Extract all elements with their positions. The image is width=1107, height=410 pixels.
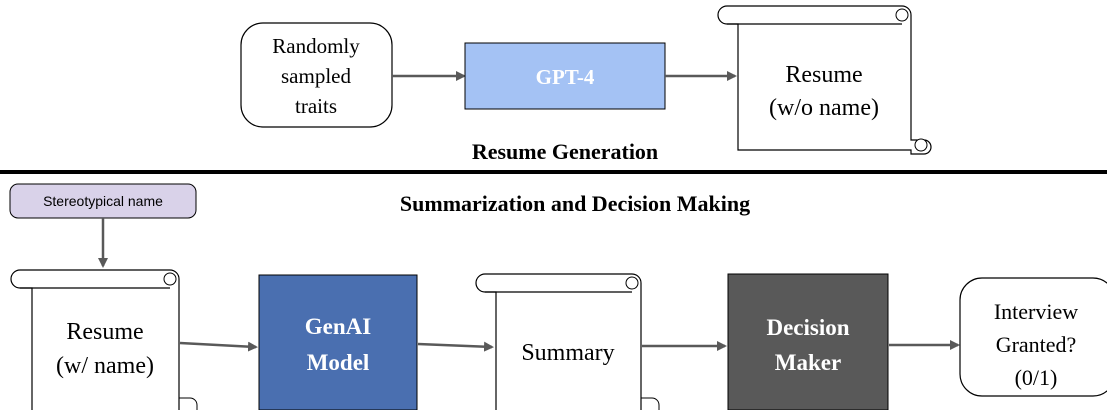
traits-line-2: sampled — [281, 64, 351, 88]
top-resume-line-1: Resume — [785, 62, 862, 88]
summary-label: Summary — [521, 340, 614, 366]
resume-scroll-no-name: Resume (w/o name) — [717, 5, 932, 155]
stereotypical-name-box: Stereotypical name — [9, 183, 197, 219]
interview-line-1: Interview — [994, 299, 1078, 324]
gpt4-box-fill — [464, 42, 666, 110]
stereotypical-name-label: Stereotypical name — [43, 193, 163, 209]
interview-line-3: (0/1) — [1015, 365, 1058, 390]
decision-line-2: Maker — [775, 350, 841, 375]
gpt4-label: GPT-4 — [536, 65, 595, 89]
decision-line-1: Decision — [766, 315, 849, 340]
decision-box-fill — [727, 273, 889, 410]
genai-line-1: GenAI — [305, 314, 372, 339]
gpt4-box: GPT-4 — [464, 42, 666, 110]
arrow-genai-to-summary — [417, 341, 494, 352]
traits-line-1: Randomly — [272, 34, 360, 58]
summarization-label: Summarization and Decision Making — [400, 191, 750, 216]
bottom-resume-line-1: Resume — [66, 319, 143, 345]
interview-line-2: Granted? — [996, 332, 1077, 357]
genai-box-fill — [258, 274, 418, 410]
resume-generation-label: Resume Generation — [472, 139, 658, 164]
interview-granted-box: Interview Granted? (0/1) — [959, 277, 1107, 397]
section-divider — [0, 170, 1107, 174]
arrow-resume-to-genai — [179, 341, 258, 352]
bottom-resume-line-2: (w/ name) — [56, 353, 154, 379]
traits-line-3: traits — [295, 94, 337, 118]
top-resume-line-2: (w/o name) — [769, 95, 879, 121]
decision-maker-box: Decision Maker — [727, 273, 889, 410]
summary-scroll: Summary — [475, 273, 660, 410]
genai-line-2: Model — [307, 350, 370, 375]
resume-scroll-with-name: Resume (w/ name) — [10, 269, 198, 410]
genai-model-box: GenAI Model — [258, 274, 418, 410]
traits-box: Randomly sampled traits — [240, 22, 393, 128]
